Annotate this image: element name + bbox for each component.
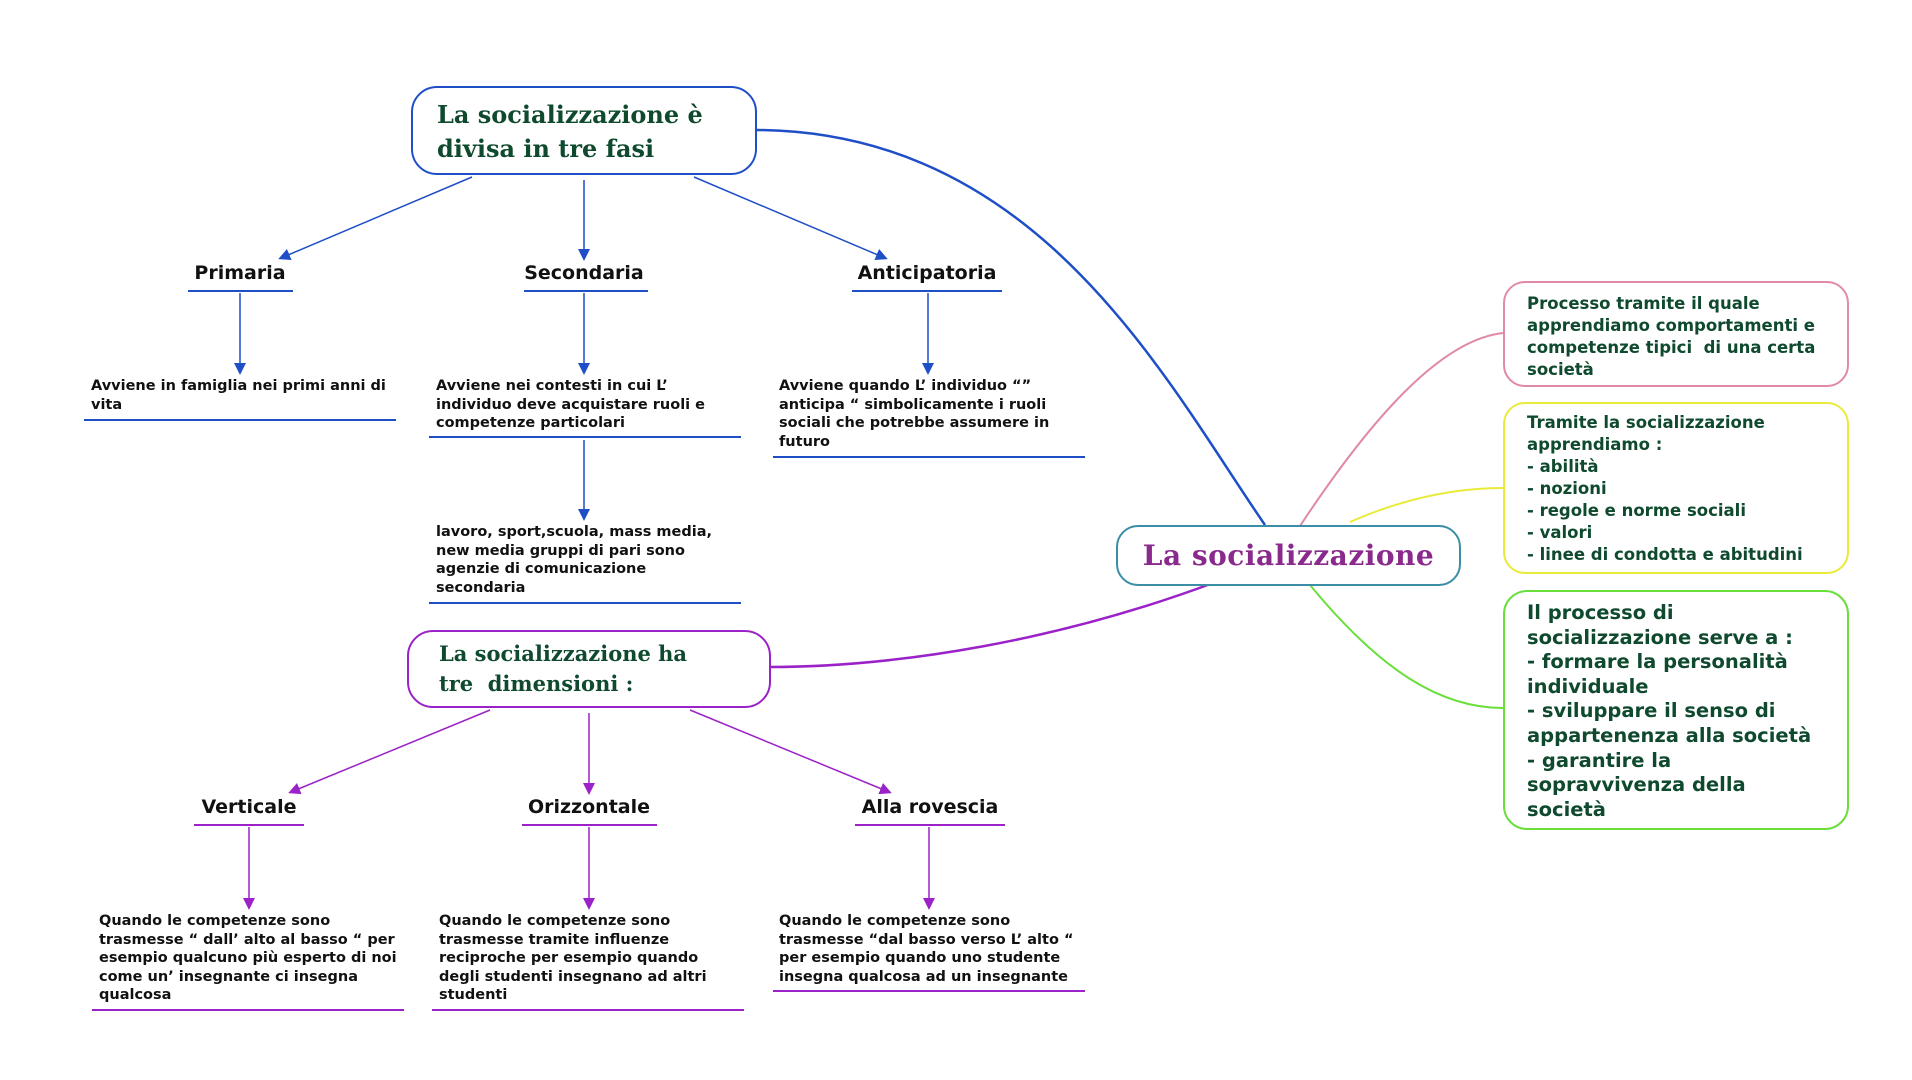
purpose-box[interactable]: Il processo di socializzazione serve a :…: [1503, 590, 1849, 830]
arrow-fasi-primaria: [278, 176, 473, 261]
curve-center-to-dimensioni: [767, 581, 1214, 669]
fasi-title-line-1: La socializzazione è: [437, 100, 703, 129]
anticipatoria-desc: Avviene quando L’ individuo “” anticipa …: [779, 378, 1050, 450]
center-node[interactable]: La socializzazione: [1116, 525, 1461, 586]
heading-secondaria[interactable]: Secondaria: [524, 262, 644, 284]
arrow-dim-rovescia: [689, 709, 892, 795]
definition-box[interactable]: Processo tramite il quale apprendiamo co…: [1503, 281, 1849, 387]
heading-orizzontale[interactable]: Orizzontale: [527, 796, 651, 818]
secondaria-desc: Avviene nei contesti in cui L’ individuo…: [436, 378, 706, 431]
curve-center-to-fasi: [756, 128, 1267, 526]
fasi-title-line-2: divisa in tre fasi: [437, 134, 655, 163]
primaria-desc: Avviene in famiglia nei primi anni di vi…: [91, 378, 386, 413]
dimensioni-title-line-1: La socializzazione ha: [439, 641, 688, 666]
rovescia-desc: Quando le competenze sono trasmesse “dal…: [779, 913, 1074, 985]
curve-center-to-pink: [1299, 332, 1504, 527]
heading-verticale[interactable]: Verticale: [201, 796, 297, 818]
heading-primaria[interactable]: Primaria: [194, 262, 286, 284]
arrow-fasi-anticipatoria: [693, 176, 888, 261]
arrow-dim-verticale: [288, 709, 491, 795]
center-title: La socializzazione: [1142, 539, 1435, 572]
heading-alla-rovescia[interactable]: Alla rovescia: [861, 796, 999, 818]
dimensioni-title-line-2: tre dimensioni :: [439, 671, 634, 696]
learning-box[interactable]: Tramite la socializzazione apprendiamo :…: [1503, 402, 1849, 574]
curve-center-to-yellow: [1349, 487, 1504, 523]
dimensioni-node[interactable]: La socializzazione ha tre dimensioni :: [407, 630, 771, 708]
fasi-node[interactable]: La socializzazione è divisa in tre fasi: [411, 86, 757, 175]
orizzontale-desc: Quando le competenze sono trasmesse tram…: [439, 913, 707, 1003]
agenzie-desc: lavoro, sport,scuola, mass media, new me…: [436, 524, 713, 596]
verticale-desc: Quando le competenze sono trasmesse “ da…: [99, 913, 397, 1003]
curve-center-to-green: [1309, 584, 1504, 709]
heading-anticipatoria[interactable]: Anticipatoria: [857, 262, 997, 284]
